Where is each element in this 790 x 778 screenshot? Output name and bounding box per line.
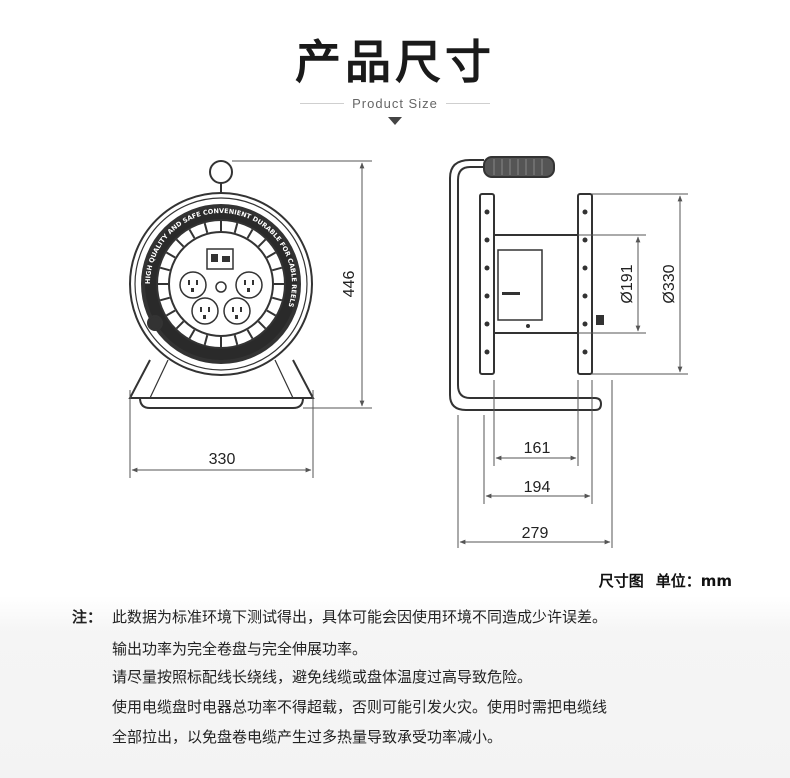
reel-rib (159, 296, 171, 302)
reel-rib (266, 309, 277, 317)
reel-rib (271, 266, 283, 272)
socket-bottom-left (191, 297, 219, 325)
dim-depth-161: 161 (524, 440, 551, 457)
note-line: 使用电缆盘时电器总功率不得超载，否则可能引发火灾。使用时需把电缆线 (112, 698, 608, 716)
reel-rib (175, 320, 185, 330)
reel-rib (188, 329, 196, 340)
triangle-down-icon (388, 117, 402, 125)
note-line: 输出功率为完全卷盘与完全伸展功率。 (112, 640, 368, 658)
socket-box-side (497, 249, 543, 321)
side-dimensions (457, 193, 688, 548)
flange-left (479, 193, 495, 375)
side-view (449, 156, 604, 411)
dim-depth-194: 194 (524, 479, 551, 496)
crank-side (596, 315, 604, 325)
reel-rib (175, 238, 185, 248)
reel-rib (266, 251, 277, 259)
dim-outer-diameter: Ø330 (661, 264, 678, 303)
reel-rib (159, 266, 171, 272)
stand-frame (128, 359, 315, 399)
reel-rib (246, 228, 254, 239)
dim-width: 330 (209, 451, 236, 468)
socket-left (179, 271, 207, 299)
switch-box (206, 248, 234, 270)
indicator-light (215, 281, 227, 293)
socket-bottom-right (223, 297, 251, 325)
page-subtitle: Product Size (352, 96, 438, 111)
note-line: 请尽量按照标配线长绕线，避免线缆或盘体温度过高导致危险。 (112, 668, 533, 686)
reel-ribs (158, 221, 284, 347)
dim-height: 446 (341, 271, 358, 298)
frame-tube (449, 159, 603, 411)
subtitle-divider-right (446, 103, 490, 104)
reel-outer-rim (129, 192, 313, 376)
reel-rib (257, 320, 267, 330)
caption-unit: 单位：mm (655, 572, 732, 590)
front-dimensions (129, 160, 372, 478)
reel-rib (257, 238, 267, 248)
reel-rib (165, 251, 176, 259)
note-line: 此数据为标准环境下测试得出，具体可能会因使用环境不同造成少许误差。 (112, 608, 608, 626)
reel-rib (203, 334, 209, 346)
dim-depth-279: 279 (522, 525, 549, 542)
reel-rib (188, 228, 196, 239)
reel-rib (246, 329, 254, 340)
hanging-ring (209, 160, 233, 184)
crank-knob (147, 315, 163, 331)
reel-rib (271, 296, 283, 302)
subtitle-divider-left (300, 103, 344, 104)
reel-rib (165, 309, 176, 317)
page-title: 产品尺寸 (295, 35, 495, 89)
notes-panel (0, 596, 790, 778)
flange-rivets (484, 209, 588, 355)
reel-rib (233, 334, 239, 346)
flange-right (577, 193, 593, 375)
reel-rib (203, 222, 209, 234)
front-view (128, 160, 315, 409)
socket-panel (168, 231, 274, 337)
caption-label: 尺寸图 (598, 572, 644, 590)
dim-inner-diameter: Ø191 (619, 264, 636, 303)
drawing-caption: 尺寸图单位：mm (599, 570, 732, 591)
notes-label: 注： (72, 608, 103, 626)
socket-right (235, 271, 263, 299)
reel-rib (233, 222, 239, 234)
note-line: 全部拉出，以免盘卷电缆产生过多热量导致承受功率减小。 (112, 728, 503, 746)
